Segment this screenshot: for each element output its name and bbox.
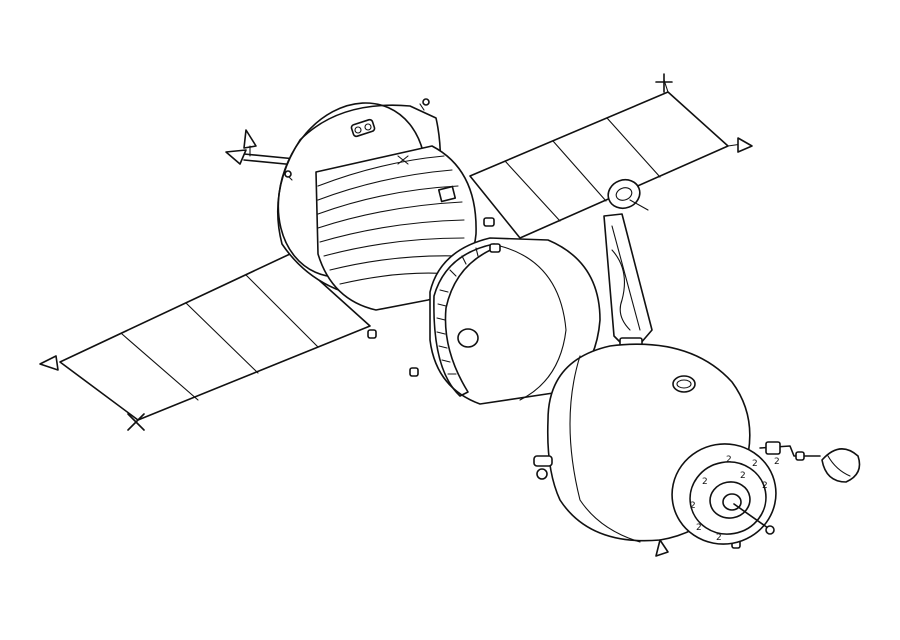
- service-module-nub: [489, 243, 501, 253]
- orbital-module: [276, 98, 495, 311]
- antenna-dome-rim: [827, 455, 851, 477]
- descent-side-thruster: [533, 455, 553, 467]
- left-panel-divider: [185, 302, 259, 374]
- hatch-tick: [438, 345, 448, 349]
- hatch-mark: 2: [702, 477, 708, 487]
- hatch-tick: [436, 331, 446, 335]
- right-panel-cone-antenna: [737, 137, 753, 153]
- right-panel-divider: [552, 140, 607, 202]
- port-hole: [364, 123, 372, 131]
- underside-nozzle: [367, 329, 377, 339]
- hatch-inner-ring: [709, 481, 751, 519]
- cylinder-ring: [317, 201, 463, 229]
- cone-shape: [737, 137, 753, 153]
- cylinder-ring: [329, 255, 461, 271]
- arm-dish-probe: [629, 199, 649, 211]
- left-panel-divider: [245, 274, 319, 348]
- cylinder-ring: [323, 237, 465, 257]
- descent-module-seam: [569, 355, 641, 543]
- descent-side-thruster-nozzle: [536, 468, 548, 480]
- front-right-antenna: [759, 441, 861, 483]
- service-module: [367, 237, 601, 405]
- left-panel-outline: [59, 253, 371, 421]
- hatch-mark: 2: [740, 471, 746, 481]
- hatch-mark: 2: [752, 459, 758, 469]
- arm-strut: [603, 213, 653, 345]
- antenna-dome: [821, 448, 861, 483]
- dish-antenna-ball: [422, 98, 430, 106]
- cylinder-ring: [319, 219, 465, 243]
- cylinder-box-fitting: [437, 185, 457, 203]
- hatch-mark: 2: [716, 533, 722, 543]
- dish-antenna-stub: [419, 103, 425, 111]
- arm-cable: [611, 249, 631, 331]
- hatch-tick: [436, 317, 446, 321]
- antenna-joint: [795, 451, 805, 461]
- hatch-tick: [439, 289, 449, 293]
- antenna-mount: [765, 441, 781, 455]
- hatch-tick: [475, 247, 479, 257]
- upper-left-antenna-boom: [225, 129, 307, 167]
- hatch-tick: [461, 255, 467, 265]
- orbital-antenna-ball: [284, 170, 292, 178]
- hatch-tick: [441, 359, 451, 363]
- service-module-hatched-ring: [433, 243, 501, 397]
- descent-module-window-inner: [676, 379, 692, 389]
- cylinder-ring: [317, 169, 453, 201]
- left-panel-divider: [121, 333, 199, 401]
- port-hole: [354, 126, 362, 134]
- hatch-mark: 2: [696, 523, 702, 533]
- docking-hatch: 2 2 2 2 2 2 2 2 2: [671, 443, 780, 545]
- right-solar-panel: [469, 79, 743, 239]
- hatch-probe-tip: [765, 525, 775, 535]
- cylinder-ring: [317, 185, 459, 215]
- service-module-band: [499, 245, 567, 401]
- hatch-mark: 2: [726, 455, 732, 465]
- underside-nozzle: [409, 367, 419, 377]
- hatch-probe: [733, 503, 769, 529]
- boom-cone-top: [243, 129, 257, 149]
- boom-cone-tip: [225, 149, 247, 165]
- left-panel-cone-antenna: [39, 355, 59, 371]
- left-solar-panel: [59, 253, 373, 421]
- service-module-port: [457, 328, 479, 348]
- right-panel-divider: [606, 117, 661, 178]
- arm-inner-line: [611, 225, 641, 331]
- hatch-mark: 2: [690, 501, 696, 511]
- arm-dish-center: [615, 187, 633, 201]
- hatch-tick: [449, 269, 457, 277]
- cylinder-nub: [483, 217, 495, 227]
- cylinder-ring: [317, 155, 445, 187]
- descent-module-window: [672, 375, 696, 393]
- cross-diagonal: [127, 413, 145, 431]
- descent-bottom-cone: [655, 539, 669, 557]
- hatch-mark: 2: [762, 481, 768, 491]
- cone-shape: [39, 355, 59, 371]
- right-panel-divider: [504, 160, 561, 222]
- left-panel-cross-antenna: [127, 413, 145, 431]
- docking-arm: [603, 178, 653, 351]
- right-panel-cross-antenna: [655, 73, 673, 93]
- hatch-middle-ring: [689, 461, 767, 535]
- hatch-mark: 2: [774, 457, 780, 467]
- cylinder-star-mark: [397, 155, 409, 165]
- hatch-tick: [437, 303, 447, 307]
